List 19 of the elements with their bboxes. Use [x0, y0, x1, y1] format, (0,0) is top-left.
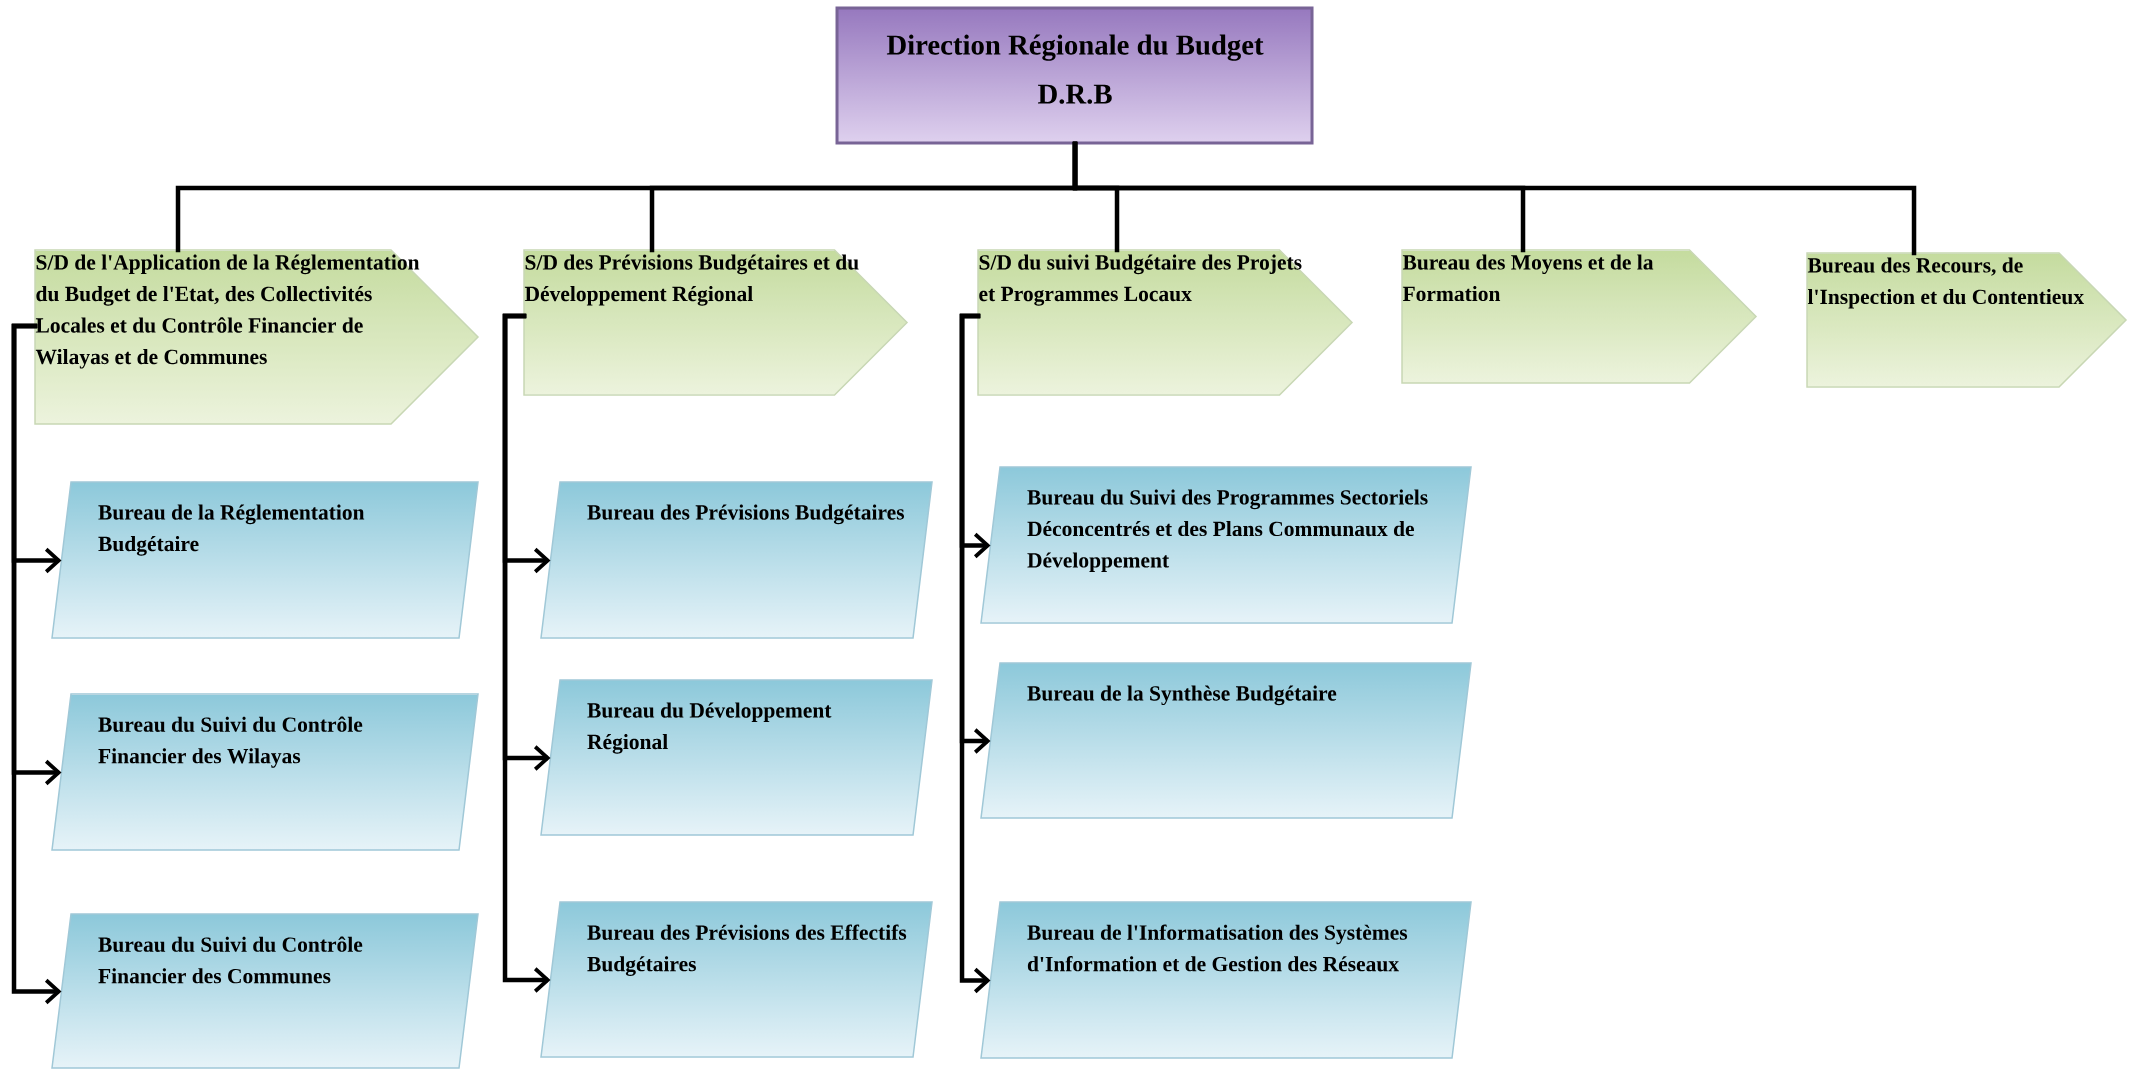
parallelogram-box: Bureau du Suivi du Contrôle Financier des Wilayas	[51, 693, 479, 851]
connector	[502, 313, 551, 993]
parallelogram-box: Bureau des Prévisions Budgétaires	[540, 481, 933, 639]
chevron-box: S/D des Prévisions Budgétaires et du Développement Régional	[523, 249, 909, 396]
parallelogram-box: Bureau de la Réglementation Budgétaire	[51, 481, 479, 639]
parallelogram-box: Bureau du Développement Régional	[540, 679, 933, 836]
parallelogram-box: Bureau des Prévisions des Effectifs Budgétaires	[540, 901, 933, 1058]
parallelogram-box: Bureau du Suivi des Programmes Sectoriels Déconcentrés et des Plans Communaux de Développement	[980, 466, 1472, 624]
chevron-box: S/D de l'Application de la Réglementation du Budget de l'Etat, des Collectivités Locales et du Contrôle Financier de Wilayas et de Communes	[34, 249, 480, 425]
connector	[11, 323, 62, 1005]
chevron-box: S/D du suivi Budgétaire des Projets et Programmes Locaux	[977, 249, 1354, 396]
connector	[959, 313, 991, 994]
parallelogram-box: Bureau de l'Informatisation des Systèmes d'Information et de Gestion des Réseaux	[980, 901, 1472, 1059]
chevron-box: Bureau des Moyens et de la Formation	[1401, 249, 1758, 384]
connector	[1072, 141, 1917, 256]
title-box: Direction Régionale du Budget D.R.B	[835, 6, 1314, 145]
chevron-box: Bureau des Recours, de l'Inspection et du Contentieux	[1806, 252, 2128, 388]
parallelogram-box: Bureau de la Synthèse Budgétaire	[980, 662, 1472, 819]
parallelogram-box: Bureau du Suivi du Contrôle Financier des Communes	[51, 913, 479, 1069]
